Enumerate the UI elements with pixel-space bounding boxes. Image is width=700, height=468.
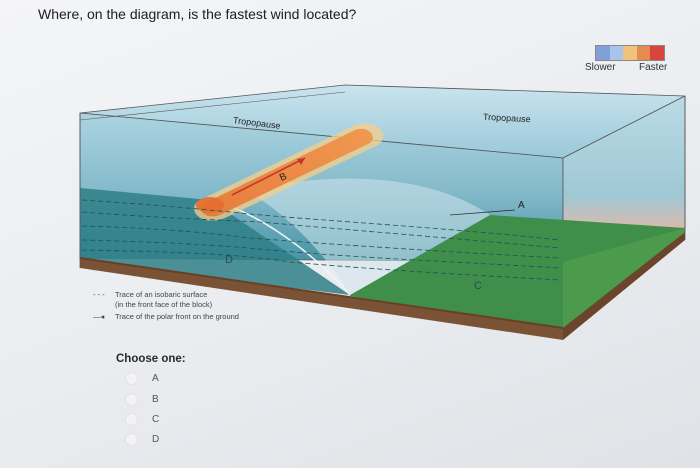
ground-warm: [350, 215, 685, 330]
choice-b[interactable]: B: [125, 393, 159, 406]
choice-d[interactable]: D: [125, 433, 159, 446]
front-line-icon: —◂: [93, 312, 105, 321]
front-trace-line: [449, 209, 516, 216]
choice-c[interactable]: C: [125, 413, 159, 426]
choice-a[interactable]: A: [125, 372, 159, 385]
ground-side: [563, 232, 685, 340]
dashed-line-icon: - - -: [93, 290, 105, 299]
legend-slower: Slower: [585, 62, 616, 73]
isobaric-lines: [81, 199, 561, 281]
legend-color-bar: [595, 45, 665, 61]
key-polar-front: Trace of the polar front on the ground: [115, 312, 239, 321]
choice-d-label: D: [152, 434, 160, 445]
radio-b[interactable]: [125, 393, 138, 406]
front-slope: [245, 178, 490, 295]
choose-one-label: Choose one:: [116, 353, 186, 365]
radio-c[interactable]: [125, 413, 138, 426]
radio-a[interactable]: [125, 372, 138, 385]
key-isobaric-2: (in the front face of the block): [115, 300, 213, 309]
label-c: C: [474, 280, 482, 292]
question-text: Where, on the diagram, is the fastest wi…: [38, 6, 357, 22]
diagram-key: - - - Trace of an isobaric surface (in t…: [93, 290, 239, 322]
key-isobaric-1: Trace of an isobaric surface: [115, 290, 208, 299]
radio-d[interactable]: [125, 433, 138, 446]
choice-a-label: A: [152, 373, 159, 384]
label-d: D: [225, 254, 233, 266]
choice-b-label: B: [152, 394, 159, 405]
ground-front: [80, 258, 563, 340]
legend-faster: Faster: [639, 62, 668, 73]
choice-c-label: C: [152, 414, 160, 425]
jet-stream-arrow: [231, 157, 306, 196]
label-a: A: [518, 200, 525, 211]
wind-speed-legend: Slower Faster: [585, 45, 675, 81]
jet-stream-end: [196, 197, 224, 213]
jet-stream-core: [201, 128, 373, 217]
